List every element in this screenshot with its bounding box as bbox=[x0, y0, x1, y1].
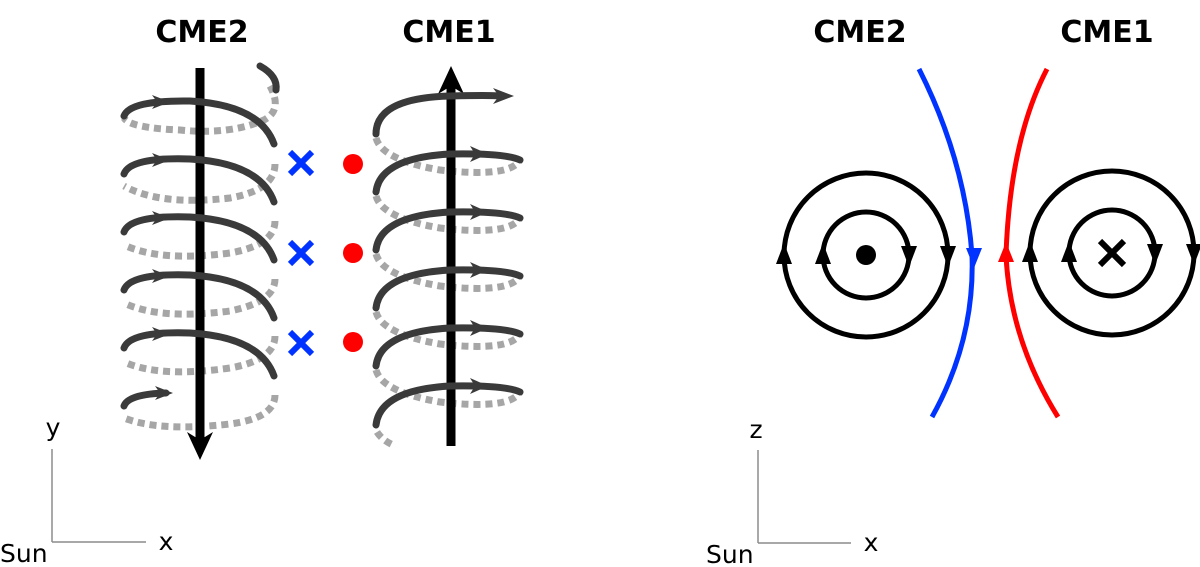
cme1-into-page-cross-icon bbox=[1097, 238, 1127, 268]
cme1-axis-arrow-up-icon bbox=[438, 66, 464, 94]
cme2-out-of-page-dot-icon bbox=[856, 245, 876, 265]
helix-front-arc bbox=[372, 266, 524, 312]
helix-arrow-right-icon bbox=[470, 146, 488, 162]
arrow-up-icon bbox=[815, 243, 831, 264]
helix-front-arc bbox=[372, 150, 524, 196]
cme1-helix-arrowheads bbox=[470, 88, 514, 394]
helix-front-arc bbox=[372, 92, 504, 138]
helix-front-arc bbox=[256, 62, 280, 94]
helix-front-arc bbox=[372, 382, 524, 429]
cme2-helix-back-strands bbox=[121, 84, 279, 431]
helix-back-arc bbox=[122, 335, 279, 376]
arrow-up-icon bbox=[1061, 241, 1077, 262]
helix-back-arc bbox=[374, 430, 395, 449]
marker-column-crosses bbox=[287, 149, 315, 357]
left-cme1-label: CME1 bbox=[402, 15, 495, 50]
blue-cross-icon bbox=[287, 149, 315, 177]
arrow-down-icon bbox=[901, 246, 917, 267]
helix-arrow-right-icon bbox=[470, 378, 488, 394]
cme2-helix bbox=[120, 62, 280, 460]
helix-back-arc bbox=[122, 220, 279, 260]
right-cme1-label: CME1 bbox=[1060, 15, 1153, 50]
cme1-helix-back-strands bbox=[372, 136, 524, 449]
origin-label-sun: Sun bbox=[0, 539, 48, 567]
right-coordinate-axes: z x Sun bbox=[706, 415, 878, 567]
helix-front-arc bbox=[372, 208, 524, 254]
y-axis-label: y bbox=[46, 413, 61, 442]
cme2-helix-arrowheads bbox=[152, 95, 173, 400]
red-dot-icon bbox=[343, 243, 363, 263]
helix-arrow-right-icon bbox=[470, 204, 488, 220]
x-axis-label: x bbox=[159, 527, 174, 556]
arrow-down-icon bbox=[1147, 244, 1163, 265]
red-dot-icon bbox=[343, 154, 363, 174]
helix-arrow-right-icon bbox=[152, 211, 170, 225]
helix-arrow-right-icon bbox=[152, 327, 170, 341]
red-field-arrow-up-icon bbox=[998, 242, 1014, 262]
red-dot-icon bbox=[343, 332, 363, 352]
helix-back-arc bbox=[372, 252, 524, 292]
helix-back-arc bbox=[122, 163, 279, 204]
helix-back-arc bbox=[122, 394, 279, 431]
helix-arrow-right-icon bbox=[470, 320, 488, 336]
left-coordinate-axes: y x Sun bbox=[0, 413, 173, 567]
cme1-helix bbox=[372, 66, 524, 449]
helix-back-arc bbox=[372, 136, 524, 176]
z-axis-label: z bbox=[749, 415, 762, 444]
marker-column-dots bbox=[343, 154, 363, 352]
helix-back-arc bbox=[122, 278, 279, 318]
helix-front-arc bbox=[372, 324, 524, 370]
helix-front-arc bbox=[120, 97, 278, 148]
cme1-loop-arrows bbox=[1022, 241, 1200, 265]
blue-cross-icon bbox=[287, 329, 315, 357]
helix-front-arc bbox=[120, 213, 278, 264]
helix-back-arc bbox=[372, 310, 524, 350]
helix-front-arc bbox=[120, 155, 278, 206]
arrow-down-icon bbox=[1186, 244, 1200, 265]
blue-cross-icon bbox=[287, 239, 315, 267]
left-cme2-label: CME2 bbox=[155, 15, 248, 50]
helix-front-arc bbox=[120, 271, 278, 322]
helix-arrow-right-icon bbox=[493, 88, 514, 104]
helix-arrow-right-icon bbox=[155, 386, 173, 400]
cme2-loop-arrows bbox=[776, 243, 956, 267]
right-panel: CME2 CME1 bbox=[706, 15, 1200, 567]
helix-front-arc bbox=[120, 329, 278, 380]
blue-field-arrow-down-icon bbox=[966, 248, 982, 268]
cme2-axis-arrow-down-icon bbox=[187, 432, 213, 460]
helix-arrow-right-icon bbox=[152, 153, 170, 167]
helix-arrow-right-icon bbox=[152, 269, 170, 283]
left-panel: CME2 CME1 bbox=[0, 15, 524, 567]
origin-label-sun: Sun bbox=[706, 540, 754, 567]
helix-back-arc bbox=[121, 84, 279, 135]
helix-back-arc bbox=[372, 194, 524, 234]
x-axis-label: x bbox=[864, 528, 879, 557]
arrow-up-icon bbox=[776, 243, 792, 264]
cme1-helix-front-strands bbox=[372, 92, 524, 429]
helix-arrow-right-icon bbox=[152, 95, 170, 109]
arrow-up-icon bbox=[1022, 241, 1038, 262]
right-cme2-label: CME2 bbox=[813, 15, 906, 50]
helix-back-arc bbox=[372, 368, 524, 408]
arrow-down-icon bbox=[940, 246, 956, 267]
helix-arrow-right-icon bbox=[470, 262, 488, 278]
